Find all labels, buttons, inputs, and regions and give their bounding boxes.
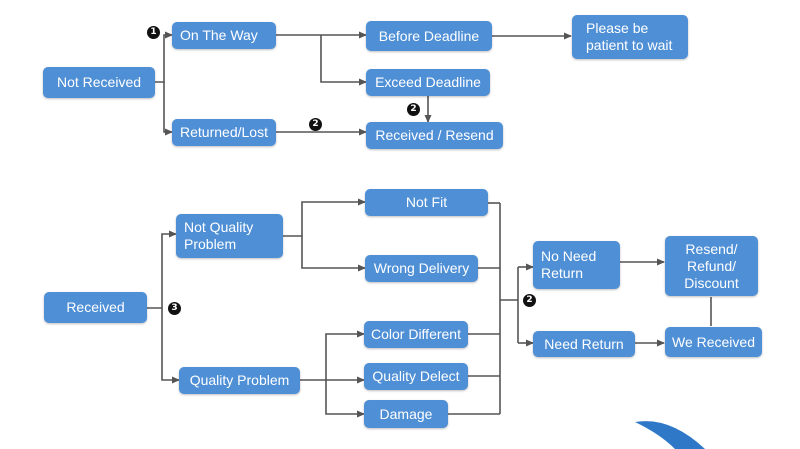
decorative-swoosh <box>635 421 705 449</box>
node-quality-defect: Quality Delect <box>364 363 468 390</box>
node-returned-lost: Returned/Lost <box>172 119 276 146</box>
node-received-resend: Received / Resend <box>366 122 503 149</box>
node-received: Received <box>44 292 147 323</box>
node-please-wait: Please be patient to wait <box>572 15 688 59</box>
node-damage: Damage <box>364 400 448 428</box>
node-color-different: Color Different <box>364 321 468 348</box>
step-badge-1: 1 <box>147 26 160 39</box>
node-exceed-deadline: Exceed Deadline <box>366 69 490 96</box>
node-on-the-way: On The Way <box>172 22 276 49</box>
node-resend-refund-discount: Resend/ Refund/ Discount <box>665 236 758 296</box>
node-before-deadline: Before Deadline <box>366 21 492 51</box>
step-badge-2: 2 <box>407 103 420 116</box>
node-quality-problem: Quality Problem <box>179 367 300 394</box>
node-not-received: Not Received <box>43 67 155 98</box>
node-not-fit: Not Fit <box>365 189 488 216</box>
node-not-quality-problem: Not Quality Problem <box>176 214 283 258</box>
step-badge-2: 2 <box>523 294 536 307</box>
node-need-return: Need Return <box>533 331 635 357</box>
step-badge-2: 2 <box>309 118 322 131</box>
node-we-received: We Received <box>665 327 762 357</box>
step-badge-3: 3 <box>168 302 181 315</box>
node-no-need-return: No Need Return <box>533 241 620 289</box>
node-wrong-delivery: Wrong Delivery <box>365 255 478 282</box>
